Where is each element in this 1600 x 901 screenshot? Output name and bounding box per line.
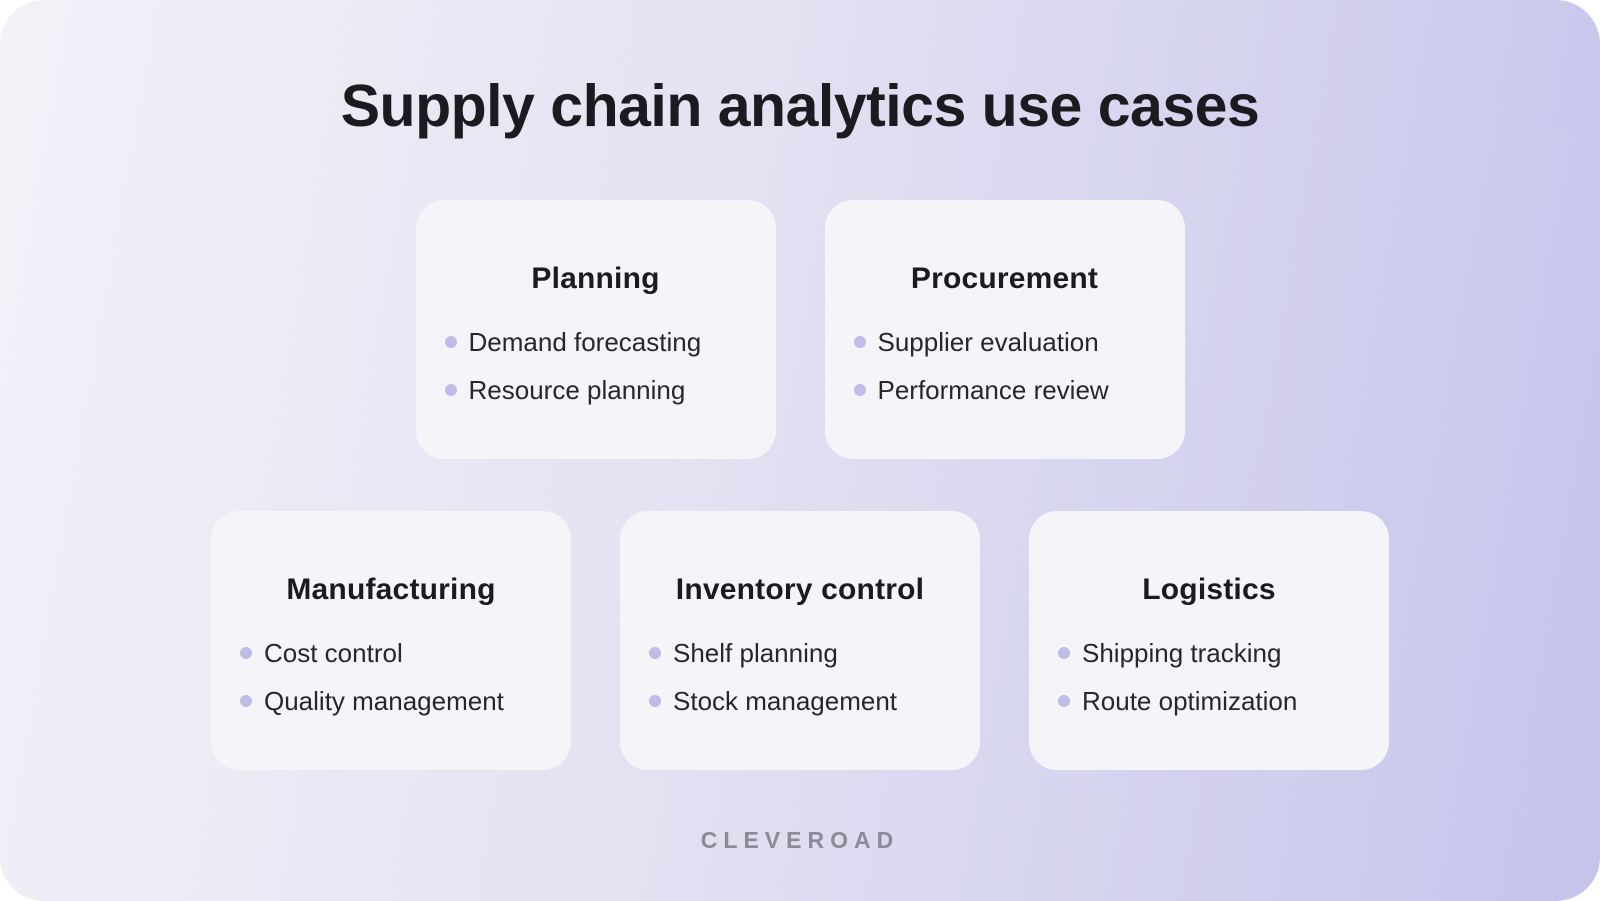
page-title: Supply chain analytics use cases [340, 73, 1260, 139]
bullet-item: Route optimization [1058, 684, 1369, 718]
bullet-dot-icon [649, 695, 661, 707]
card-heading: Procurement [910, 262, 1099, 295]
card-heading: Inventory control [675, 573, 925, 606]
bullet-dot-icon [444, 336, 457, 348]
bullet-text: Route optimization [1082, 686, 1298, 716]
bullet-item: Quality management [240, 684, 551, 718]
bullet-dot-icon [1058, 695, 1070, 707]
bullet-text: Stock management [673, 686, 898, 716]
bullet-dot-icon [240, 647, 252, 659]
bullet-dot-icon [444, 384, 457, 396]
bullet-dot-icon [853, 336, 866, 348]
card-heading: Planning [531, 262, 660, 295]
bullet-text: Shelf planning [673, 638, 838, 668]
bullet-item: Shipping tracking [1058, 636, 1369, 670]
bullet-item: Demand forecasting [444, 325, 756, 359]
bullet-text: Shipping tracking [1082, 638, 1282, 668]
brand-logo: CLEVEROAD [700, 827, 900, 853]
bullet-text: Supplier evaluation [877, 327, 1099, 357]
bullet-dot-icon [649, 647, 661, 659]
card-heading: Manufacturing [286, 573, 496, 606]
bullet-dot-icon [240, 695, 252, 707]
bullet-text: Demand forecasting [468, 327, 702, 357]
bullet-text: Performance review [877, 375, 1109, 405]
bullet-dot-icon [1058, 647, 1070, 659]
card-heading: Logistics [1142, 573, 1276, 606]
bullet-text: Resource planning [468, 375, 686, 405]
bullet-item: Shelf planning [649, 636, 960, 670]
bullet-dot-icon [853, 384, 866, 396]
bullet-item: Supplier evaluation [853, 325, 1165, 359]
bullet-item: Stock management [649, 684, 960, 718]
bullet-item: Performance review [853, 373, 1165, 407]
bullet-text: Cost control [264, 638, 403, 668]
bullet-text: Quality management [264, 686, 504, 716]
bullet-item: Cost control [240, 636, 551, 670]
bullet-item: Resource planning [444, 373, 756, 407]
